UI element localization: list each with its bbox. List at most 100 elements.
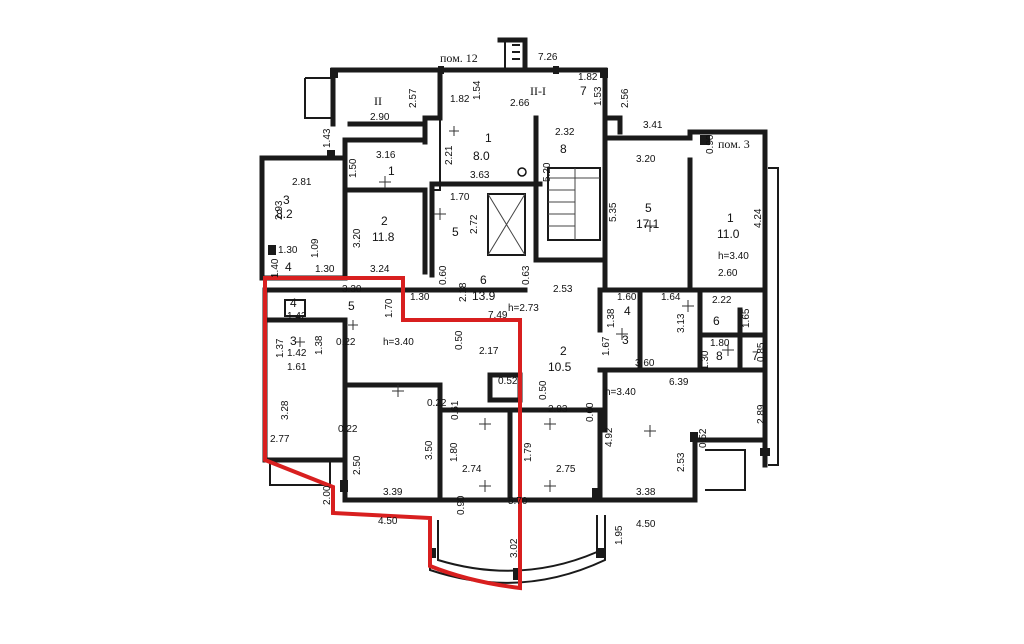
dimension: 1.30 [315,264,335,275]
dimension: 1.42 [287,311,307,322]
dimension: 0.60 [438,265,449,285]
dimension: 0.22 [338,424,358,435]
label-pom12: пом. 12 [440,51,478,65]
dimension: 3.39 [383,487,403,498]
dimension: 1.70 [384,298,395,318]
dimension: 4.24 [753,208,764,228]
dimension: 1.80 [449,442,460,462]
dimension: 3.28 [280,400,291,420]
dimension: 2.75 [556,464,576,475]
dimension: 3.20 [352,228,363,248]
dimension: 0.52 [698,428,709,448]
dimension: 2.60 [718,268,738,279]
dimension: 1.50 [348,158,359,178]
dimension: 3.20 [636,154,656,165]
dimension: 2.93 [548,404,568,415]
dimension: 2.56 [620,88,631,108]
dimension: 1.65 [741,308,752,328]
label-pom3: пом. 3 [718,137,750,151]
room-number: 1 [388,164,395,178]
dimension: 2.17 [479,346,499,357]
room-number: 5 [645,201,652,215]
dimension: 0.63 [521,265,532,285]
room-area: 8.0 [473,149,490,163]
dimension: 4.50 [636,519,656,530]
dimension: 1.64 [661,292,681,303]
dimension: 3.30 [342,284,362,295]
dimension: 2.22 [712,295,732,306]
dimension: 2.53 [676,452,687,472]
room-number: 8 [560,142,567,156]
room-number: 3 [622,333,629,347]
ceiling-height: h=3.40 [718,251,749,262]
dimension: 1.30 [700,350,711,370]
dimension: 1.42 [287,348,307,359]
dimension: 2.21 [444,145,455,165]
room-number: 3 [283,193,290,207]
dimension: 3.63 [470,170,490,181]
dimension: 1.79 [523,442,534,462]
room-number: 2 [381,214,388,228]
dimension: 5.35 [608,202,619,222]
ceiling-height: h=3.40 [383,337,414,348]
dimension: 2.77 [270,434,290,445]
dimension: 6.39 [669,377,689,388]
dimension: 2.81 [292,177,312,188]
dimension: 1.30 [278,245,298,256]
dimension: 5.20 [542,162,553,182]
dimension: 1.60 [617,292,637,303]
room-number: 7 [580,84,587,98]
dimension: 2.74 [462,464,482,475]
room-area: 17.1 [636,217,660,231]
dimension: 0.61 [450,400,461,420]
room-number: 5 [452,225,459,239]
dimension: 0.22 [336,337,356,348]
dimension: 0.90 [705,134,716,154]
dimension: 1.82 [450,94,470,105]
cross-marks [295,126,734,492]
dimension: 1.61 [287,362,307,373]
selected-apartment-outline [263,276,522,591]
dimension: 2.66 [510,98,530,109]
dimension: 1.54 [472,80,483,100]
room-number: 7 [752,349,759,363]
dimension: 0.60 [585,402,596,422]
dimension: 0.22 [427,398,447,409]
dimension: 1.70 [450,192,470,203]
dimension: 3.41 [643,120,663,131]
room-area: 13.9 [472,289,496,303]
label-roman2-1: II-I [530,84,546,98]
dimension: 1.43 [322,128,333,148]
dimension: 1.95 [614,525,625,545]
dimension: 1.40 [270,258,281,278]
ceiling-height: h=2.73 [508,303,539,314]
dimension: 2.72 [469,214,480,234]
dimension: 7.49 [488,310,508,321]
dimension: 2.93 [274,200,285,220]
room-number: 4 [290,296,297,310]
dimension: 3.02 [509,538,520,558]
dimension: 1.38 [314,335,325,355]
dimension: 1.67 [601,336,612,356]
room-area: 8.2 [276,207,293,221]
dimension: 1.38 [606,308,617,328]
dimension: 2.18 [458,282,469,302]
dimension: 2.32 [555,127,575,138]
dimension: 3.50 [424,440,435,460]
dimension: 3.24 [370,264,390,275]
room-number: 4 [285,260,292,274]
dimension: 7.26 [538,52,558,63]
room-number: 1 [485,131,492,145]
room-number: 6 [713,314,720,328]
room-number: 4 [624,304,631,318]
dimension: 1.37 [275,338,286,358]
room-number: 1 [727,211,734,225]
dimension: 0.90 [456,495,467,515]
room-number: 2 [560,344,567,358]
room-area: 11.8 [372,230,395,244]
dimension: 3.38 [636,487,656,498]
dimension: 2.53 [553,284,573,295]
dimension: 3.13 [676,313,687,333]
dimension: 1.30 [410,292,430,303]
